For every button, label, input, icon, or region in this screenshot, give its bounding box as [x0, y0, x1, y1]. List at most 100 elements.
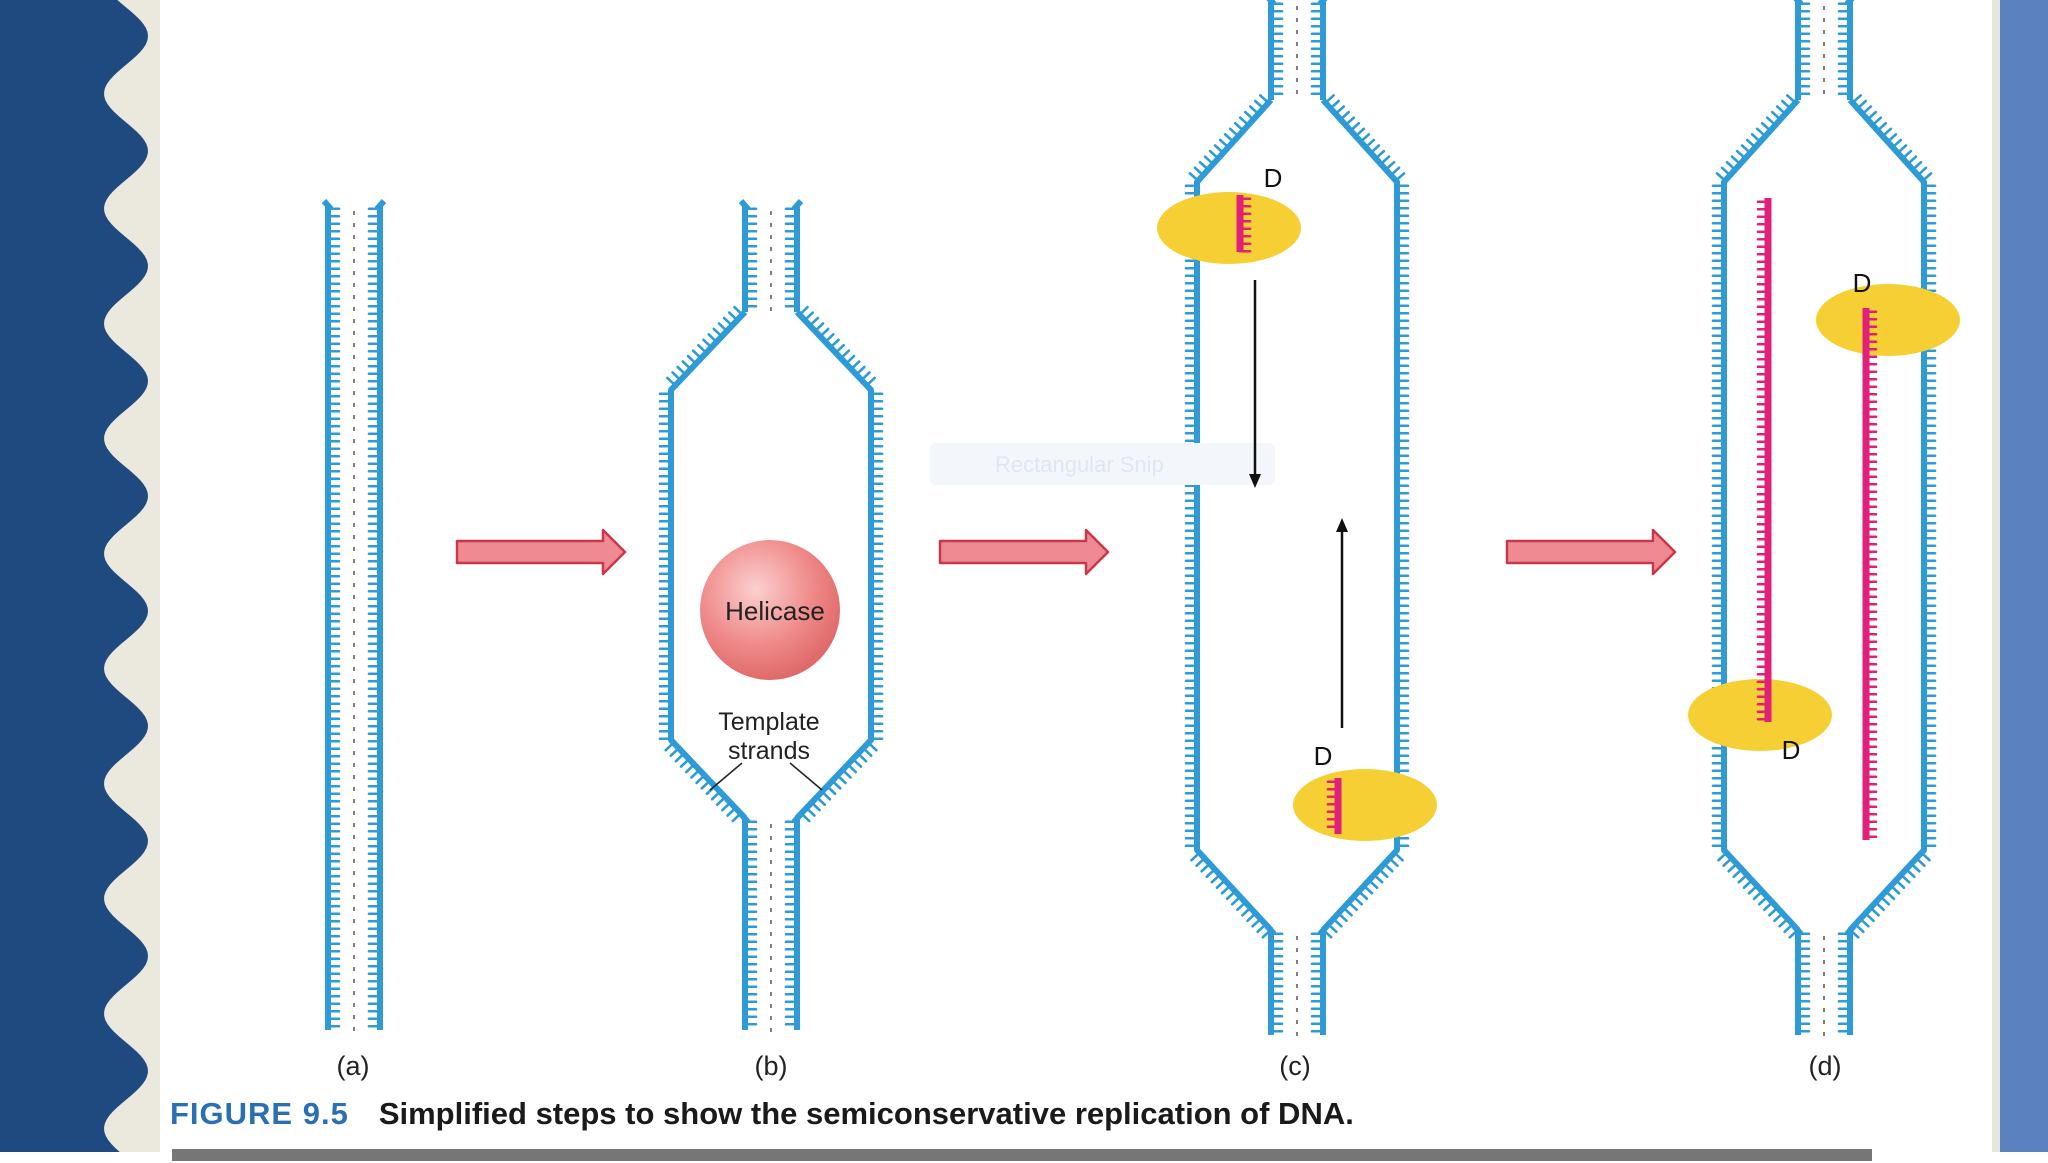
slide-right-border — [2000, 0, 2048, 1152]
template-strand-right-rung — [1869, 906, 1880, 917]
template-strand-left-rung — [717, 322, 729, 333]
template-strand-left-rung — [1195, 856, 1206, 868]
template-strand-right-rung — [1384, 160, 1396, 171]
template-strand-right-rung — [836, 774, 847, 785]
strand-cap — [321, 199, 334, 211]
template-strand-right-rung — [1337, 912, 1348, 923]
template-strand-left-rung — [669, 746, 681, 758]
template-strand-left-rung — [666, 376, 677, 387]
template-strand-right-rung — [1876, 121, 1888, 132]
template-strand-right-rung — [800, 812, 811, 823]
template-strand-right-rung — [1889, 884, 1901, 895]
template-strand-right-rung — [1920, 851, 1931, 862]
template-strand-right-rung — [829, 338, 840, 349]
strand-cap — [738, 199, 751, 211]
dna-polymerase-c-bottom — [1293, 769, 1437, 841]
template-strand-left-rung — [1752, 889, 1764, 901]
template-strand-left-rung — [1745, 138, 1757, 149]
template-strand-right-rung — [825, 784, 837, 796]
template-strand-left-rung — [1215, 878, 1227, 890]
template-strand-right-rung — [803, 311, 815, 322]
template-strand-left-rung — [697, 343, 708, 355]
template-strand-left-rung — [700, 779, 712, 790]
template-strand-left-rung — [1233, 121, 1245, 132]
template-strand-right-rung — [1329, 99, 1341, 110]
template-strand-right-rung — [846, 763, 858, 774]
template-strand-right-rung — [824, 333, 835, 344]
template-strand-right-rung — [1859, 917, 1870, 928]
template-strand-left-rung — [731, 812, 742, 823]
step-arrows — [455, 528, 1677, 576]
template-strand-left-rung — [1230, 895, 1242, 906]
template-strand-right-rung — [818, 327, 830, 338]
template-strand-right-rung — [1916, 166, 1928, 177]
template-strand-left-rung — [674, 752, 686, 763]
template-strand-right-rung — [1344, 116, 1356, 127]
template-strand-right-rung — [1901, 149, 1913, 160]
template-strand-left-rung — [1742, 878, 1754, 890]
template-strand-left-rung — [715, 795, 727, 807]
template-strand-left-rung — [676, 365, 687, 376]
template-strand-left-rung — [1732, 867, 1744, 879]
template-strand-left-rung — [702, 338, 713, 349]
template-strand-left-rung — [722, 316, 734, 327]
template-strand-left-rung — [1737, 873, 1749, 884]
template-strand-right-rung — [1921, 172, 1933, 183]
template-strand-left-rung — [1243, 110, 1255, 121]
step-arrow-b-to-c — [938, 528, 1110, 576]
template-strand-right-rung — [813, 322, 825, 333]
template-strand-left-rung — [1773, 912, 1784, 923]
template-strand-right-rung — [1904, 867, 1916, 879]
template-strand-left-rung — [1203, 155, 1215, 166]
template-strand-left-rung — [1238, 116, 1250, 127]
panel-a-double-helix — [321, 199, 387, 1031]
template-strand-left-rung — [1256, 923, 1268, 934]
template-strand-left-rung — [1200, 862, 1212, 873]
template-strand-left-rung — [679, 757, 691, 768]
strand-cap — [1844, 0, 1855, 6]
template-strand-left-rung — [733, 305, 744, 317]
template-strand-left-rung — [1190, 851, 1201, 862]
template-strand-left-rung — [1253, 99, 1265, 110]
template-strand-left-rung — [1788, 928, 1800, 939]
watermark-text: Rectangular Snip — [995, 452, 1164, 477]
template-strand-right-rung — [820, 790, 832, 801]
strand-cap — [1266, 0, 1277, 6]
template-strand-left-rung — [1259, 94, 1270, 105]
template-strand-left-rung — [1223, 133, 1235, 144]
template-label-line1: Template — [718, 708, 819, 736]
template-strand-left-rung — [1750, 133, 1762, 144]
template-strand-right-rung — [856, 752, 868, 763]
template-strand-left-rung — [691, 349, 703, 360]
template-strand-right-rung — [1884, 889, 1896, 901]
template-strand-right-rung — [1354, 127, 1366, 138]
template-strand-left-rung — [1248, 105, 1260, 116]
template-strand-right-rung — [834, 343, 845, 355]
template-strand-right-rung — [1321, 928, 1333, 939]
template-strand-right-rung — [1326, 923, 1338, 934]
polymerase-label-d-top: D — [1853, 268, 1872, 298]
template-strand-left-rung — [1765, 116, 1777, 127]
template-strand-left-rung — [1228, 127, 1240, 138]
template-strand-left-rung — [1763, 901, 1774, 912]
dna-polymerase-d-bottom — [1688, 679, 1832, 751]
panel-label-b: (b) — [755, 1051, 788, 1081]
polymerase-label-c-top: D — [1264, 163, 1283, 193]
template-strand-left-rung — [1783, 923, 1795, 934]
template-strand-right-rung — [1359, 133, 1371, 144]
template-pointer-right — [789, 762, 823, 791]
template-strand-right-rung — [1374, 149, 1386, 160]
template-strand-left-rung — [1755, 127, 1767, 138]
template-strand-left-rung — [1780, 99, 1792, 110]
template-strand-right-rung — [1332, 917, 1343, 928]
template-strand-left-rung — [1241, 906, 1252, 917]
template-strand-right-rung — [1379, 155, 1391, 166]
template-strand-left-rung — [1205, 867, 1217, 879]
template-strand-right-rung — [808, 316, 820, 327]
template-strand-right-rung — [1881, 127, 1893, 138]
template-strand-right-rung — [1864, 912, 1875, 923]
template-strand-left-rung — [1193, 166, 1205, 177]
template-strand-left-rung — [710, 790, 722, 801]
template-strand-right-rung — [865, 376, 876, 387]
